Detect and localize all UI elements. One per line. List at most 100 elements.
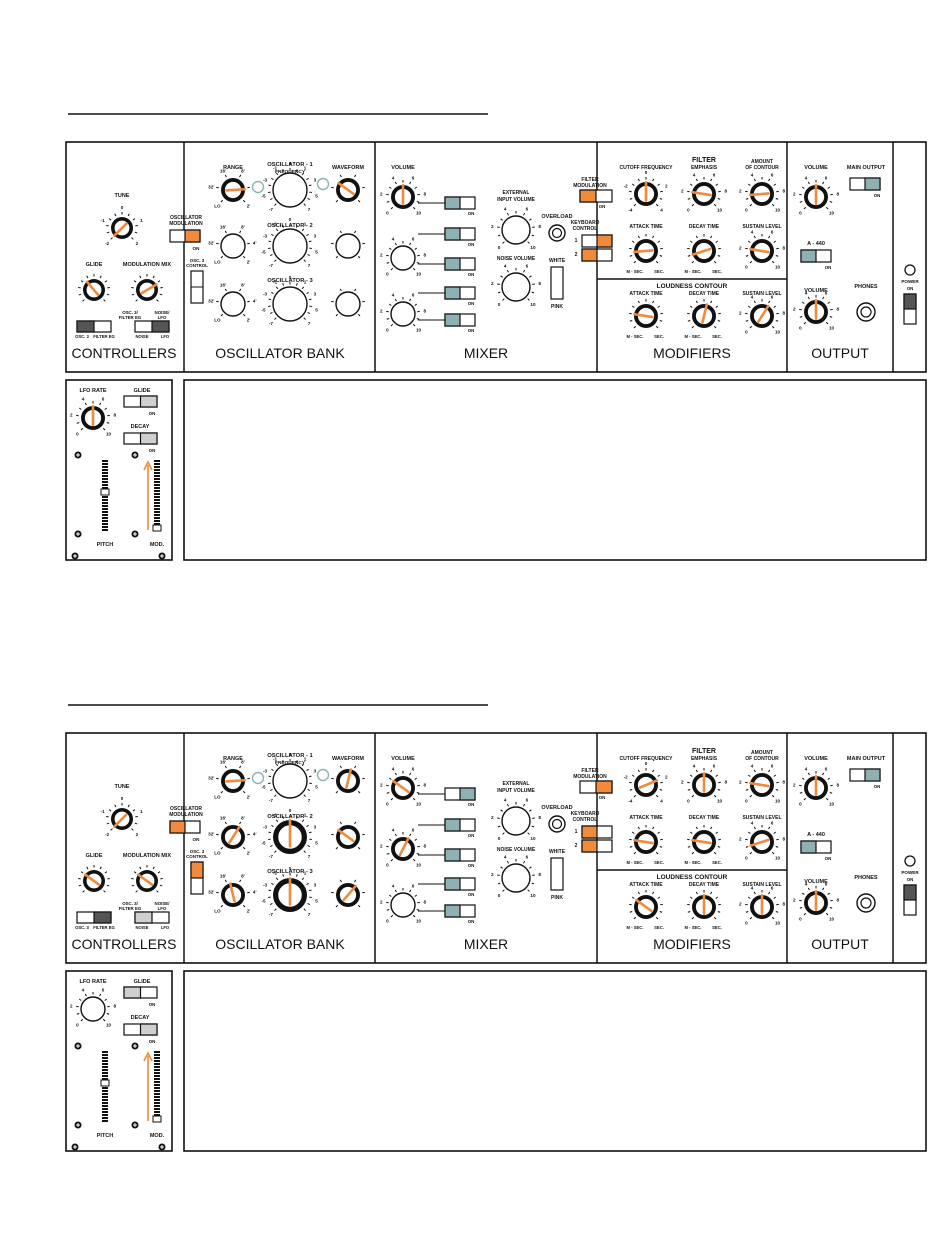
loud-attack-knob[interactable] — [629, 299, 663, 329]
glide-switch[interactable] — [123, 395, 158, 408]
waveform-knob-2[interactable] — [331, 821, 365, 850]
glide-knob[interactable] — [78, 865, 110, 893]
osc3-filter-eg-switch[interactable] — [76, 911, 112, 924]
mixer-switch-5[interactable] — [444, 904, 476, 918]
filter-mod-switch[interactable] — [579, 780, 613, 794]
main-output-switch[interactable] — [849, 768, 881, 782]
loud-attack-knob[interactable] — [629, 890, 663, 920]
waveform-knob-3[interactable] — [331, 288, 365, 317]
mixer-switch-2[interactable] — [444, 818, 476, 832]
kbd-control-switch-1[interactable] — [581, 234, 613, 248]
knob-tick — [829, 316, 833, 318]
mixer-switch-3[interactable] — [444, 257, 476, 271]
mixer-switch-4[interactable] — [444, 286, 476, 300]
mixer-switch-4[interactable] — [444, 877, 476, 891]
filter-attack-knob[interactable] — [629, 825, 663, 855]
knob-scale-label: 0 — [745, 921, 748, 926]
knob-tick — [268, 184, 272, 187]
decay-switch[interactable] — [123, 1023, 158, 1036]
a440-switch[interactable] — [800, 249, 832, 263]
glide-switch[interactable] — [123, 986, 158, 999]
noise-lfo-switch[interactable] — [134, 911, 170, 924]
waveform-knob-2[interactable] — [331, 230, 365, 259]
waveform-knob-1[interactable] — [331, 174, 365, 203]
mixer-switch-1[interactable] — [444, 196, 476, 210]
mixer-switch-2[interactable] — [444, 227, 476, 241]
osc-mod-switch[interactable] — [169, 229, 201, 243]
mixer-switch-5[interactable] — [444, 313, 476, 327]
filter-decay-knob[interactable] — [687, 234, 721, 264]
osc3-filter-eg-switch[interactable] — [76, 320, 112, 333]
filter-decay-knob[interactable] — [687, 825, 721, 855]
waveform-knob-1[interactable] — [331, 765, 365, 794]
power-switch[interactable] — [903, 293, 917, 325]
waveform-knob-3[interactable] — [331, 879, 365, 908]
osc3-control-switch[interactable] — [190, 861, 204, 895]
filter-mod-switch[interactable] — [579, 189, 613, 203]
knob-tick — [104, 998, 108, 1001]
knob-scale-label: 6 — [412, 883, 415, 888]
a440-switch[interactable] — [800, 840, 832, 854]
kbd-control-switch-1[interactable] — [581, 825, 613, 839]
power-switch[interactable] — [903, 884, 917, 916]
knob-tick — [239, 174, 242, 178]
kbd-control-switch-2[interactable] — [581, 839, 613, 853]
mod-mix-knob[interactable] — [131, 865, 163, 893]
main-output-switch[interactable] — [849, 177, 881, 191]
mixer-switch-3[interactable] — [444, 848, 476, 862]
decay-switch[interactable] — [123, 432, 158, 445]
mod-wheel[interactable] — [154, 1051, 160, 1122]
glide-knob[interactable] — [78, 274, 110, 302]
noise-lfo-switch[interactable] — [134, 320, 170, 333]
knob-tick — [271, 768, 274, 772]
loud-decay-knob[interactable] — [687, 299, 721, 329]
loud-decay-knob[interactable] — [687, 890, 721, 920]
osc3-control-switch[interactable] — [190, 270, 204, 304]
mod-mix-knob[interactable] — [131, 274, 163, 302]
mixer-switch-1[interactable] — [444, 787, 476, 801]
filter-attack-knob[interactable] — [629, 234, 663, 264]
osc-mod-switch[interactable] — [169, 820, 201, 834]
kbd-control-switch-2[interactable] — [581, 248, 613, 262]
